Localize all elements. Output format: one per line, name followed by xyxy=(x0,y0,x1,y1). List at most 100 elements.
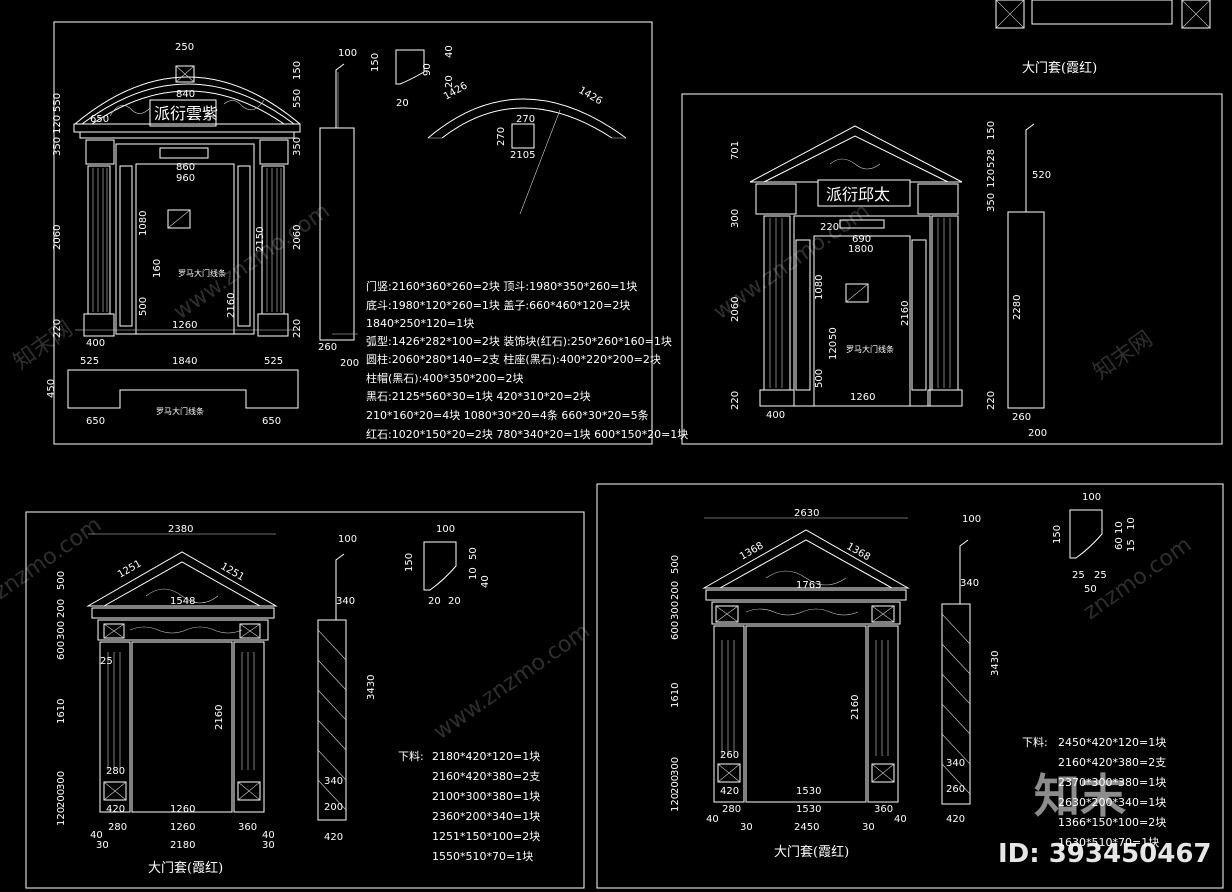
svg-text:400: 400 xyxy=(86,338,105,349)
svg-text:2630: 2630 xyxy=(794,508,819,519)
svg-text:200: 200 xyxy=(670,581,681,600)
door-opening-3 xyxy=(131,641,233,813)
svg-text:50: 50 xyxy=(1084,584,1097,595)
caption-4: 大门套(霞红) xyxy=(774,844,849,860)
svg-text:300: 300 xyxy=(56,771,67,790)
svg-text:100: 100 xyxy=(338,48,357,59)
svg-text:50: 50 xyxy=(468,547,479,560)
svg-text:25: 25 xyxy=(1094,570,1107,581)
sign-board-2 xyxy=(817,179,911,207)
svg-text:701: 701 xyxy=(730,141,741,160)
svg-text:1550*510*70=1块: 1550*510*70=1块 xyxy=(432,850,533,863)
sign-text-1: 派衍雲紫 xyxy=(154,104,218,123)
svg-text:2370*300*380=1块: 2370*300*380=1块 xyxy=(1058,776,1166,789)
svg-text:350: 350 xyxy=(292,137,303,156)
label-roman-1: 罗马大门线条 xyxy=(178,268,226,278)
svg-text:100: 100 xyxy=(1082,492,1101,503)
pediment-4 xyxy=(702,529,910,589)
side-section-3 xyxy=(317,619,347,821)
svg-text:260: 260 xyxy=(318,342,337,353)
panel-4-frame xyxy=(596,483,1224,889)
svg-text:150: 150 xyxy=(370,53,381,72)
svg-text:120: 120 xyxy=(986,169,997,188)
svg-text:2150: 2150 xyxy=(255,227,266,252)
sign-text-2: 派衍邱太 xyxy=(826,185,890,204)
material-list-4: 2450*420*120=1块 2160*420*380=2支 2370*300… xyxy=(1058,736,1166,849)
svg-text:1366*150*100=2块: 1366*150*100=2块 xyxy=(1058,816,1166,829)
svg-text:120: 120 xyxy=(670,793,681,812)
svg-text:40: 40 xyxy=(480,575,491,588)
svg-text:2160: 2160 xyxy=(214,705,225,730)
svg-text:1610: 1610 xyxy=(56,699,67,724)
svg-text:2105: 2105 xyxy=(510,150,535,161)
svg-text:2160*420*380=2支: 2160*420*380=2支 xyxy=(432,770,540,783)
svg-text:40: 40 xyxy=(706,814,719,825)
svg-text:20: 20 xyxy=(444,75,455,88)
svg-text:2160*420*380=2支: 2160*420*380=2支 xyxy=(1058,756,1166,769)
svg-text:360: 360 xyxy=(238,822,257,833)
svg-text:600: 600 xyxy=(56,641,67,660)
arch-top xyxy=(74,76,301,125)
svg-text:2060: 2060 xyxy=(292,225,303,250)
svg-text:红石:1020*150*20=2块 780*340*20=: 红石:1020*150*20=2块 780*340*20=1块 600*150*… xyxy=(366,428,688,441)
svg-text:1251*150*100=2块: 1251*150*100=2块 xyxy=(432,830,540,843)
svg-text:30: 30 xyxy=(262,840,275,851)
panel-1-frame xyxy=(53,21,653,445)
side-section-4 xyxy=(941,603,971,805)
materials-title-3: 下料: xyxy=(398,749,424,763)
svg-text:220: 220 xyxy=(292,319,303,338)
svg-text:420: 420 xyxy=(946,814,965,825)
svg-text:圆柱:2060*280*140=2支 柱座(黑石):400: 圆柱:2060*280*140=2支 柱座(黑石):400*220*200=2块 xyxy=(366,352,661,366)
svg-text:30: 30 xyxy=(96,840,109,851)
svg-text:1610: 1610 xyxy=(670,683,681,708)
svg-text:10: 10 xyxy=(1126,517,1137,530)
svg-text:650: 650 xyxy=(86,416,105,427)
svg-text:2380: 2380 xyxy=(168,524,193,535)
panel-2: 派衍邱太 罗马大门线条 220 690 1800 701 300 2060 22… xyxy=(681,93,1223,445)
svg-text:门竖:2160*360*260=2块 顶斗:1980*35: 门竖:2160*360*260=2块 顶斗:1980*350*260=1块 xyxy=(366,279,637,293)
svg-text:1800: 1800 xyxy=(848,244,873,255)
column-left-2 xyxy=(763,215,791,391)
svg-text:1260: 1260 xyxy=(850,392,875,403)
svg-text:30: 30 xyxy=(862,822,875,833)
svg-text:250: 250 xyxy=(175,42,194,53)
svg-text:150: 150 xyxy=(292,61,303,80)
svg-text:200: 200 xyxy=(670,775,681,794)
svg-text:90: 90 xyxy=(422,63,433,76)
base-plan xyxy=(67,369,299,409)
ornament-scroll xyxy=(109,99,265,117)
svg-text:2060: 2060 xyxy=(52,225,63,250)
pilaster-right-3 xyxy=(233,641,265,813)
svg-text:25: 25 xyxy=(100,656,113,667)
svg-text:1426: 1426 xyxy=(577,85,605,107)
svg-text:50: 50 xyxy=(828,327,839,340)
caption-3: 大门套(霞红) xyxy=(148,860,223,876)
column-capital-left xyxy=(85,139,115,165)
svg-text:210*160*20=4块 1080*30*20=4条: 210*160*20=4块 1080*30*20=4条 660*30*20=5条 xyxy=(366,408,649,422)
svg-text:500: 500 xyxy=(138,297,149,316)
svg-text:20: 20 xyxy=(396,98,409,109)
svg-text:340: 340 xyxy=(336,596,355,607)
svg-text:260: 260 xyxy=(720,750,739,761)
pediment-3 xyxy=(86,551,278,607)
svg-text:300: 300 xyxy=(730,209,741,228)
svg-text:340: 340 xyxy=(960,578,979,589)
svg-text:10: 10 xyxy=(1114,521,1125,534)
svg-text:220: 220 xyxy=(730,391,741,410)
svg-text:2450: 2450 xyxy=(794,822,819,833)
keystone xyxy=(175,65,195,83)
svg-text:200: 200 xyxy=(1028,428,1047,439)
svg-text:280: 280 xyxy=(106,766,125,777)
svg-text:340: 340 xyxy=(946,758,965,769)
svg-text:550: 550 xyxy=(52,93,63,112)
svg-text:280: 280 xyxy=(722,804,741,815)
svg-text:1251: 1251 xyxy=(116,558,144,580)
svg-text:黑石:2125*560*30=1块 420*310*2: 黑石:2125*560*30=1块 420*310*20=2块 xyxy=(366,390,591,403)
column-base-right xyxy=(257,313,289,337)
svg-text:150: 150 xyxy=(986,121,997,140)
svg-text:270: 270 xyxy=(496,127,507,146)
svg-text:1548: 1548 xyxy=(170,596,195,607)
svg-text:1251: 1251 xyxy=(219,561,247,583)
profile-detail-4 xyxy=(1069,509,1103,559)
svg-text:550: 550 xyxy=(292,89,303,108)
